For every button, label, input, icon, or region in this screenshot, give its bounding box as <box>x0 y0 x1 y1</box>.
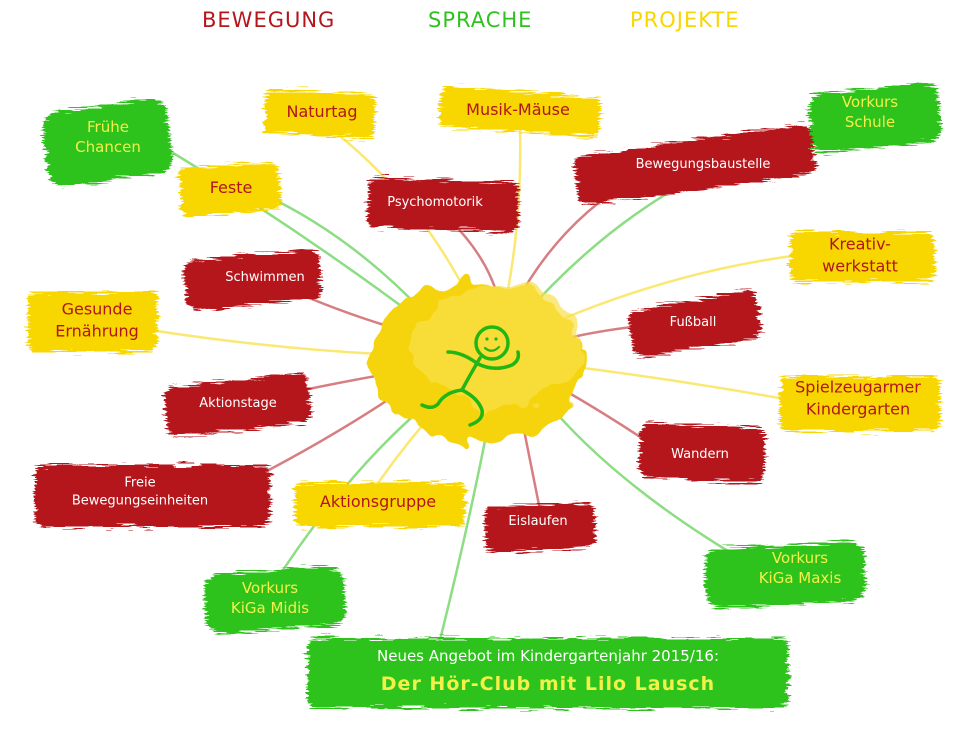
brush-musik-maeuse <box>439 87 601 137</box>
connector-gesunde-ernaehrung <box>148 328 402 357</box>
node-bewegungsbaustelle: Bewegungsbaustelle <box>635 157 771 173</box>
running-person-icon <box>420 325 521 427</box>
brush-eislaufen <box>484 502 596 553</box>
node-kreativwerkstatt: Kreativ- werkstatt <box>822 234 898 275</box>
node-fussball: Fußball <box>669 315 717 331</box>
node-aktionstage: Aktionstage <box>199 396 277 412</box>
connector-banner <box>438 413 492 642</box>
brush-feste <box>178 162 282 216</box>
legend-bewegung: BEWEGUNG <box>202 8 336 32</box>
brush-bewegungsbaustelle <box>573 124 817 206</box>
banner-title: Der Hör-Club mit Lilo Lausch <box>380 673 716 695</box>
node-vorkurs-kiga-midis: Vorkurs KiGa Midis <box>230 578 310 617</box>
brush-schwimmen <box>183 250 322 310</box>
node-vorkurs-kiga-maxis: Vorkurs KiGa Maxis <box>758 548 842 587</box>
node-musik-maeuse: Musik-Mäuse <box>466 100 570 120</box>
node-schwimmen: Schwimmen <box>225 270 305 286</box>
brush-fruehe-chancen <box>42 98 173 187</box>
legend-projekte: PROJEKTE <box>630 8 740 32</box>
brush-strokes <box>28 82 942 708</box>
node-eislaufen: Eislaufen <box>508 514 568 530</box>
brush-freie-bewegung <box>35 465 270 527</box>
brush-gesunde-ernaehrung <box>28 292 158 352</box>
brush-vorkurs-midis <box>204 566 346 634</box>
node-wandern: Wandern <box>671 447 729 463</box>
brush-wandern <box>639 422 766 483</box>
legend-sprache: SPRACHE <box>428 8 533 32</box>
brush-vorkurs-schule <box>808 82 942 153</box>
node-naturtag: Naturtag <box>286 102 358 122</box>
node-spielzeugarmer-kindergarten: Spielzeugarmer Kindergarten <box>795 377 921 418</box>
node-aktionsgruppe: Aktionsgruppe <box>319 492 437 512</box>
connector-kreativwerkstatt <box>558 253 802 322</box>
node-vorkurs-schule: Vorkurs Schule <box>841 92 899 131</box>
node-freie-bewegungseinheiten: Freie Bewegungseinheiten <box>71 475 209 508</box>
brush-naturtag <box>264 89 376 139</box>
brush-aktionstage <box>163 373 312 437</box>
brush-psychomotorik <box>367 177 519 233</box>
brush-aktionsgruppe <box>295 482 465 527</box>
connector-spielzeugarm <box>558 363 792 402</box>
node-feste: Feste <box>209 178 253 198</box>
brush-fussball <box>628 290 762 358</box>
brush-banner <box>308 638 788 708</box>
brush-vorkurs-maxis <box>704 541 866 609</box>
node-fruehe-chancen: Frühe Chancen <box>75 117 141 156</box>
node-psychomotorik: Psychomotorik <box>387 195 483 211</box>
brush-spielzeugarm <box>780 376 940 431</box>
banner-subtitle: Neues Angebot im Kindergartenjahr 2015/1… <box>376 647 720 665</box>
brush-kreativwerkstatt <box>790 232 935 282</box>
node-gesunde-ernaehrung: Gesunde Ernährung <box>55 299 139 340</box>
